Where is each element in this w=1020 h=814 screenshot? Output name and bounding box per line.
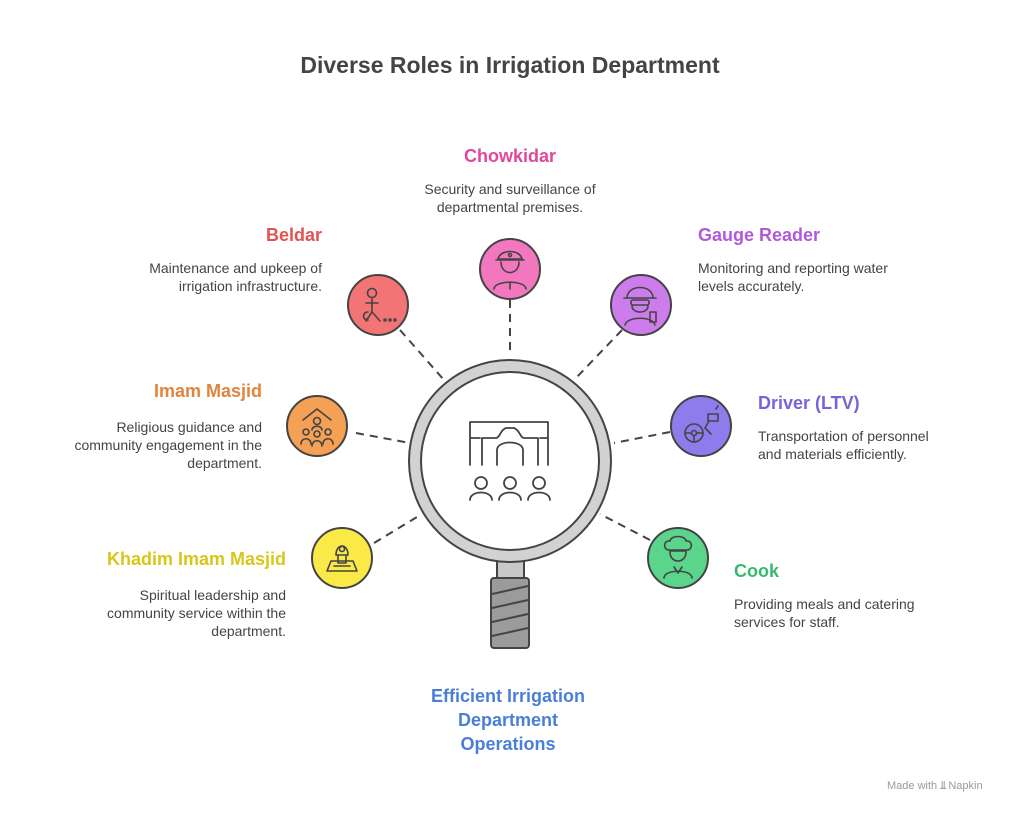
role-desc-cook: Providing meals and catering services fo… xyxy=(734,596,915,630)
role-title-imam-masjid: Imam Masjid xyxy=(153,381,262,401)
role-title-beldar: Beldar xyxy=(265,225,322,245)
role-desc-chowkidar: Security and surveillance of departmenta… xyxy=(424,181,596,215)
chef-icon xyxy=(663,535,693,579)
role-desc-driver: Transportation of personnel and material… xyxy=(758,428,929,462)
gauge-reader-node xyxy=(610,274,672,336)
beldar-node xyxy=(347,274,409,336)
cook-node xyxy=(647,527,709,589)
leader-map-icon xyxy=(326,545,358,572)
role-title-khadim-imam-masjid: Khadim Imam Masjid xyxy=(106,549,286,569)
role-title-cook: Cook xyxy=(734,561,779,581)
magnifier-handle xyxy=(490,559,530,649)
driver-node xyxy=(670,395,732,457)
made-with-text: Made with xyxy=(887,780,938,792)
mosque-community-icon xyxy=(300,408,334,447)
gauge-reader-icon xyxy=(623,286,657,326)
role-desc-gauge-reader: Monitoring and reporting water levels ac… xyxy=(698,260,888,294)
chowkidar-node xyxy=(479,238,541,300)
steering-wheel-icon xyxy=(684,405,719,443)
magnifier-lens xyxy=(408,359,612,563)
role-title-driver: Driver (LTV) xyxy=(758,393,860,413)
connectors xyxy=(355,300,671,544)
napkin-logo-icon: ⫫ xyxy=(940,780,947,792)
role-title-chowkidar: Chowkidar xyxy=(463,146,556,166)
worker-icon xyxy=(362,287,397,322)
role-title-gauge-reader: Gauge Reader xyxy=(698,225,821,245)
diagram-title: Diverse Roles in Irrigation Department xyxy=(300,52,720,78)
center-label: Efficient Irrigation Department Operatio… xyxy=(430,686,585,754)
role-desc-imam-masjid: Religious guidance and community engagem… xyxy=(74,419,262,471)
made-with-napkin: Made with⫫Napkin xyxy=(887,780,983,793)
guard-icon xyxy=(493,250,527,290)
role-desc-beldar: Maintenance and upkeep of irrigation inf… xyxy=(149,260,322,294)
imam-masjid-node xyxy=(286,395,348,457)
role-desc-khadim-imam-masjid: Spiritual leadership and community servi… xyxy=(107,587,286,639)
khadim-imam-masjid-node xyxy=(311,527,373,589)
napkin-brand-text: Napkin xyxy=(948,780,983,792)
department-people-icon xyxy=(469,421,551,501)
